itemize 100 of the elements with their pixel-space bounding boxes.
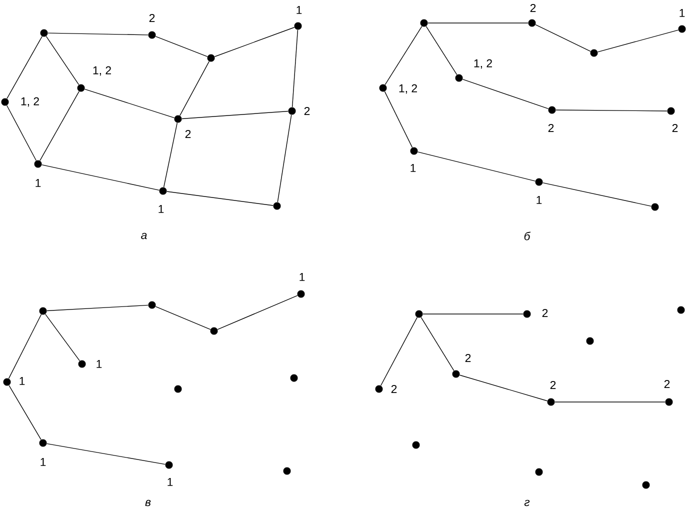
vertex-dot: [455, 74, 463, 82]
edge-line: [155, 306, 211, 330]
edge-line: [214, 27, 295, 57]
edge-line: [292, 30, 298, 108]
vertex-label: 1: [300, 273, 305, 281]
vertex-dot: [3, 378, 11, 386]
vertex-label: 1: [680, 9, 685, 17]
vertex-dot: [148, 31, 156, 39]
edge-line: [426, 26, 458, 76]
panel-caption: б: [524, 232, 531, 240]
vertex-dot: [651, 203, 659, 211]
vertex-label: 1: [536, 196, 542, 204]
edge-line: [166, 191, 274, 206]
vertex-dot: [420, 19, 428, 27]
vertex-dot: [207, 54, 215, 62]
vertex-label: 1: [20, 377, 25, 385]
vertex-label: 1, 2: [399, 84, 417, 94]
vertex-label: 1, 2: [21, 97, 39, 107]
vertex-label: 2: [149, 14, 155, 22]
vertex-dot: [77, 84, 85, 92]
vertex-dot: [210, 327, 218, 335]
vertex-label: 1: [158, 205, 164, 213]
edge-line: [48, 32, 148, 36]
panel-caption: а: [141, 232, 147, 240]
vertex-label: 2: [664, 380, 670, 388]
edge-line: [217, 295, 298, 330]
vertex-dot: [677, 306, 685, 314]
vertex-dot: [34, 160, 42, 168]
vertex-dot: [288, 107, 296, 115]
vertex-label: 1, 2: [474, 59, 492, 69]
vertex-dot: [273, 202, 281, 210]
vertex-dot: [452, 370, 460, 378]
vertex-label: 2: [548, 124, 554, 132]
edge-line: [462, 78, 549, 110]
edge-line: [42, 164, 160, 190]
vertex-dot: [535, 178, 543, 186]
vertex-dot: [159, 187, 167, 195]
vertex-label: 2: [672, 124, 678, 132]
edge-line: [6, 105, 36, 161]
edge-line: [384, 26, 422, 85]
edge-line: [180, 61, 210, 116]
vertex-label: 2: [530, 4, 536, 12]
vertex-dot: [410, 147, 418, 155]
vertex-dot: [39, 307, 47, 315]
vertex-dot: [40, 29, 48, 37]
vertex-dot: [39, 439, 47, 447]
vertex-label: 2: [185, 130, 191, 138]
edge-line: [428, 22, 528, 24]
edge-line: [8, 385, 42, 440]
vertex-label: 1, 2: [93, 66, 111, 76]
vertex-dot: [667, 107, 675, 115]
edge-line: [40, 91, 80, 161]
panel-caption: в: [145, 500, 151, 506]
vertex-label: 2: [304, 107, 310, 115]
vertex-dot: [294, 22, 302, 30]
vertex-dot: [174, 115, 182, 123]
edge-line: [182, 110, 288, 120]
vertex-dot: [1, 98, 9, 106]
vertex-label: 2: [391, 385, 397, 393]
vertex-dot: [290, 374, 298, 382]
vertex-label: 2: [550, 381, 556, 389]
edge-line: [163, 122, 178, 188]
vertex-dot: [642, 481, 650, 489]
edge-line: [277, 114, 292, 202]
vertex-dot: [678, 25, 686, 33]
edge-line: [417, 152, 536, 182]
vertex-dot: [415, 310, 423, 318]
vertex-dot: [586, 337, 594, 345]
panel-caption: г: [524, 500, 530, 506]
edge-line: [155, 36, 208, 57]
vertex-dot: [148, 301, 156, 309]
vertex-dot: [590, 49, 598, 57]
edge-line: [84, 88, 175, 118]
vertex-dot: [165, 461, 173, 469]
vertex-label: 1: [96, 360, 102, 368]
edge-line: [459, 374, 548, 402]
edge-line: [384, 91, 413, 148]
vertex-label: 1: [168, 478, 173, 486]
vertex-dot: [412, 441, 420, 449]
edge-line: [46, 304, 148, 312]
vertex-dot: [528, 19, 536, 27]
edge-line: [45, 314, 80, 362]
edge-line: [46, 36, 80, 86]
edge-line: [46, 443, 166, 465]
vertex-label: 1: [410, 164, 416, 172]
edge-line: [535, 24, 591, 52]
vertex-dot: [535, 468, 543, 476]
edge-line: [6, 36, 42, 99]
vertex-dot: [297, 290, 305, 298]
vertex-label: 1: [296, 6, 302, 14]
vertex-label: 2: [542, 309, 548, 317]
edge-line: [542, 182, 652, 206]
vertex-dot: [375, 385, 383, 393]
vertex-dot: [283, 467, 291, 475]
vertex-label: 1: [40, 458, 46, 466]
edge-line: [8, 314, 42, 379]
vertex-dot: [547, 398, 555, 406]
vertex-dot: [78, 360, 86, 368]
vertex-label: 1: [36, 179, 41, 187]
edge-line: [420, 317, 454, 371]
